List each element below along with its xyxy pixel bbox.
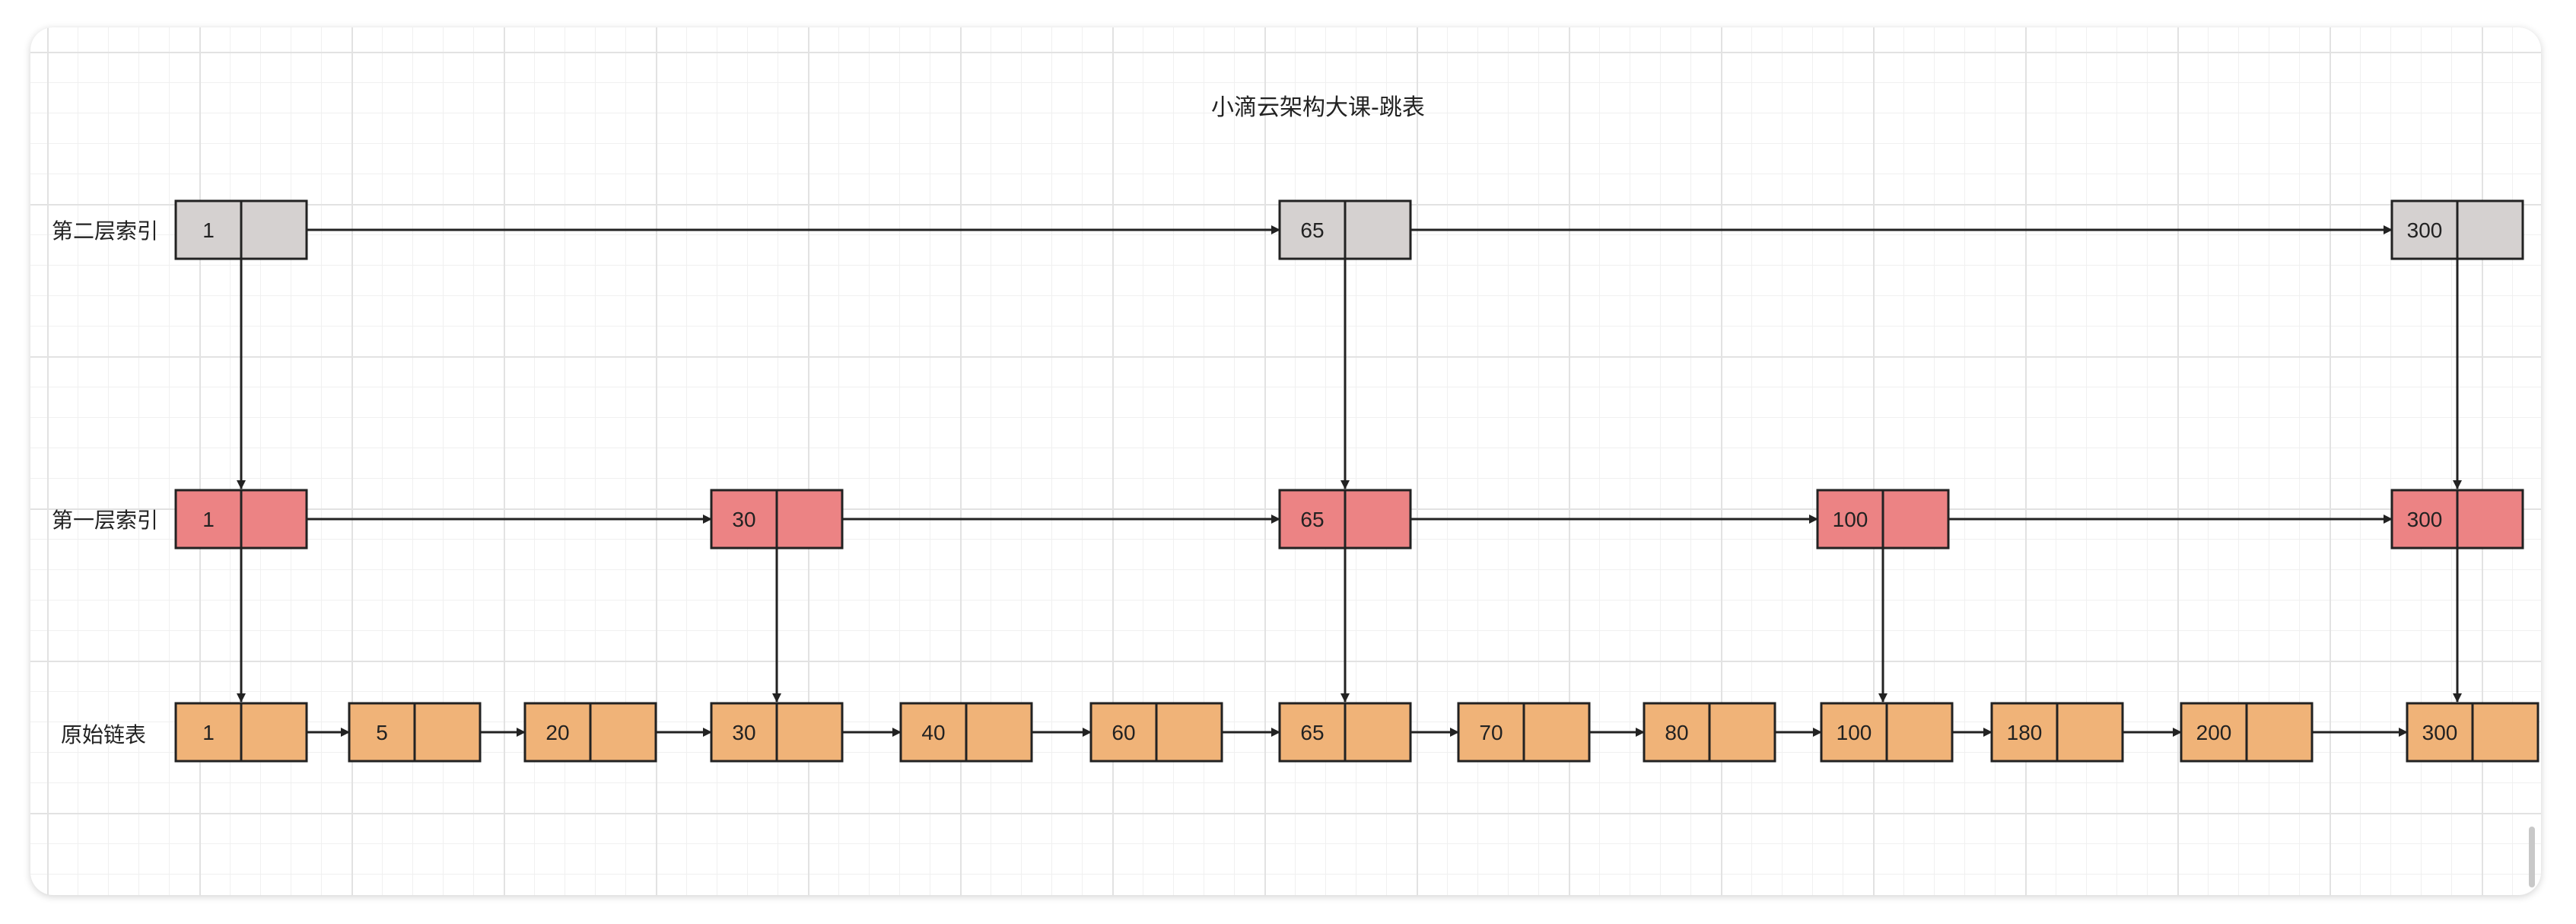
skiplist-node: 100 [1816,489,1950,550]
skiplist-node: 300 [2406,702,2539,763]
skiplist-node: 5 [348,702,482,763]
skiplist-node: 1 [174,199,308,260]
node-key-label: 30 [732,508,755,531]
diagram-title: 小滴云架构大课-跳表 [1211,94,1425,121]
node-key-label: 1 [202,508,215,531]
skiplist-node: 65 [1278,702,1412,763]
vertical-scrollbar[interactable] [2529,827,2535,887]
skiplist-node: 40 [899,702,1033,763]
node-key-label: 65 [1300,721,1324,744]
node-key-label: 20 [545,721,569,744]
edges-layer [237,225,2462,737]
skiplist-node: 70 [1457,702,1591,763]
skiplist-node: 1 [174,489,308,550]
skiplist-node: 1 [174,702,308,763]
node-key-label: 100 [1833,508,1868,531]
node-key-label: 300 [2422,721,2458,744]
skiplist-node: 300 [2390,199,2524,260]
skiplist-node: 180 [1990,702,2124,763]
skiplist-node: 100 [1820,702,1954,763]
base-list-label: 原始链表 [61,722,147,747]
node-key-label: 1 [202,218,215,242]
node-key-label: 80 [1665,721,1688,744]
skiplist-node: 65 [1278,489,1412,550]
level1-label: 第一层索引 [52,508,159,533]
node-key-label: 100 [1837,721,1872,744]
node-key-label: 60 [1111,721,1135,744]
node-key-label: 65 [1300,218,1324,242]
skiplist-node: 300 [2390,489,2524,550]
node-key-label: 5 [376,721,388,744]
skiplist-node: 30 [710,489,844,550]
skiplist-node: 200 [2180,702,2314,763]
node-key-label: 70 [1479,721,1503,744]
level2-label: 第二层索引 [52,218,159,244]
node-key-label: 300 [2407,508,2443,531]
node-key-label: 180 [2007,721,2043,744]
nodes-layer: 1 65 300 1 30 65 100 300 1 5 20 30 40 60 65 70 80 100 180 2… [174,199,2539,763]
skiplist-node: 60 [1089,702,1223,763]
node-key-label: 40 [921,721,945,744]
skiplist-node: 80 [1643,702,1776,763]
node-key-label: 65 [1300,508,1324,531]
node-key-label: 30 [732,721,755,744]
skiplist-node: 20 [523,702,657,763]
skiplist-node: 65 [1278,199,1412,260]
node-key-label: 1 [202,721,215,744]
skiplist-node: 30 [710,702,844,763]
node-key-label: 200 [2196,721,2232,744]
node-key-label: 300 [2407,218,2443,242]
